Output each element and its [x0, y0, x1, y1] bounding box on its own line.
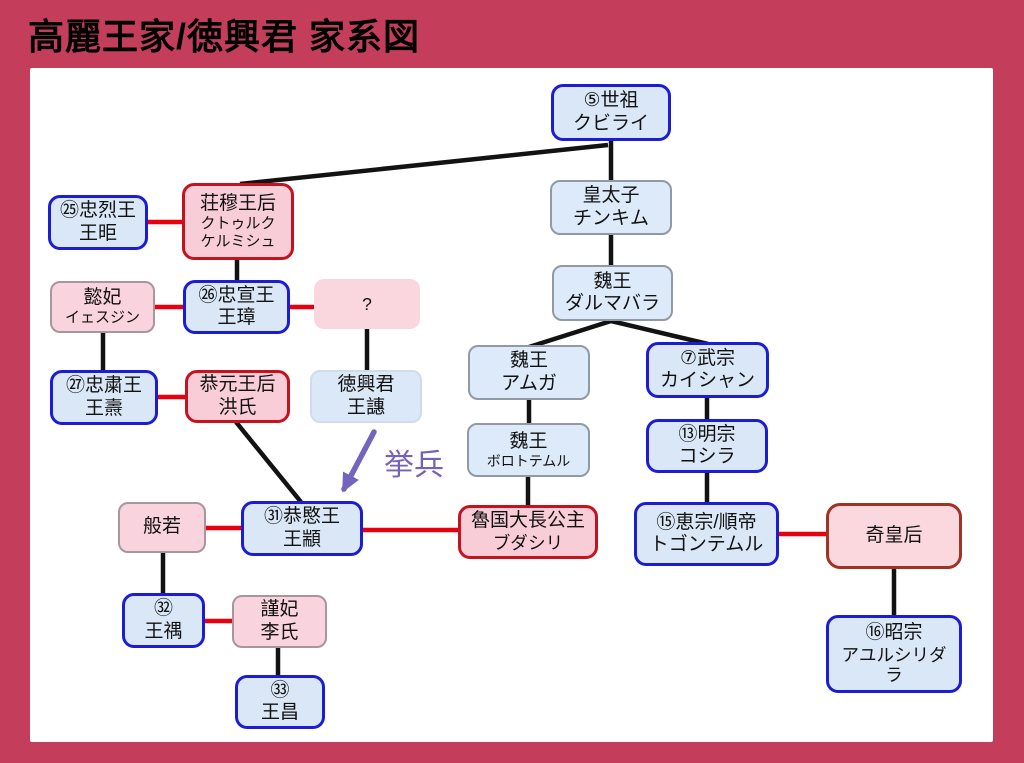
node-chungsuk: ㉗忠粛王 王燾: [50, 370, 158, 425]
node-kublai: ⑤世祖 クビライ: [551, 84, 671, 141]
node-amuga: 魏王 アムガ: [468, 345, 590, 400]
page-title: 高麗王家/徳興君 家系図: [28, 16, 421, 57]
node-gongmin: ㉛恭愍王 王顓: [241, 501, 363, 556]
node-darmabala: 魏王 ダルマバラ: [552, 265, 673, 321]
node-uibi: 懿妃 イェスジン: [50, 281, 155, 333]
node-unknown-consort: ?: [314, 279, 420, 329]
node-bolod: 魏王 ボロトテムル: [467, 423, 590, 477]
node-jangmok: 荘穆王后 クトゥルク ケルミシュ: [182, 183, 294, 260]
node-wangu: ㉜ 王禑: [122, 593, 205, 648]
node-koshila: ⑬明宗 コシラ: [646, 419, 768, 473]
node-toghon: ⑮恵宗/順帝 トゴンテムル: [634, 502, 779, 566]
node-deokheung: 徳興君 王譓: [310, 370, 422, 423]
revolt-annotation: 挙兵: [384, 449, 444, 482]
node-chungnyeol: ㉕忠烈王 王昛: [48, 195, 148, 250]
node-ayushiridara: ⑯昭宗 アユルシリダラ: [826, 615, 962, 693]
node-gongwon: 恭元王后 洪氏: [185, 370, 290, 423]
node-kikougou: 奇皇后: [826, 503, 962, 569]
node-geunbi: 謹妃 李氏: [232, 595, 327, 648]
node-chinkim: 皇太子 チンキム: [550, 180, 672, 235]
node-wangchang: ㉝ 王昌: [235, 675, 325, 729]
node-chungseon: ㉖忠宣王 王璋: [183, 280, 290, 334]
node-banya: 般若: [118, 502, 206, 553]
node-budashiri: 魯国大長公主 ブダシリ: [458, 505, 598, 559]
node-kaishan: ⑦武宗 カイシャン: [646, 342, 769, 398]
